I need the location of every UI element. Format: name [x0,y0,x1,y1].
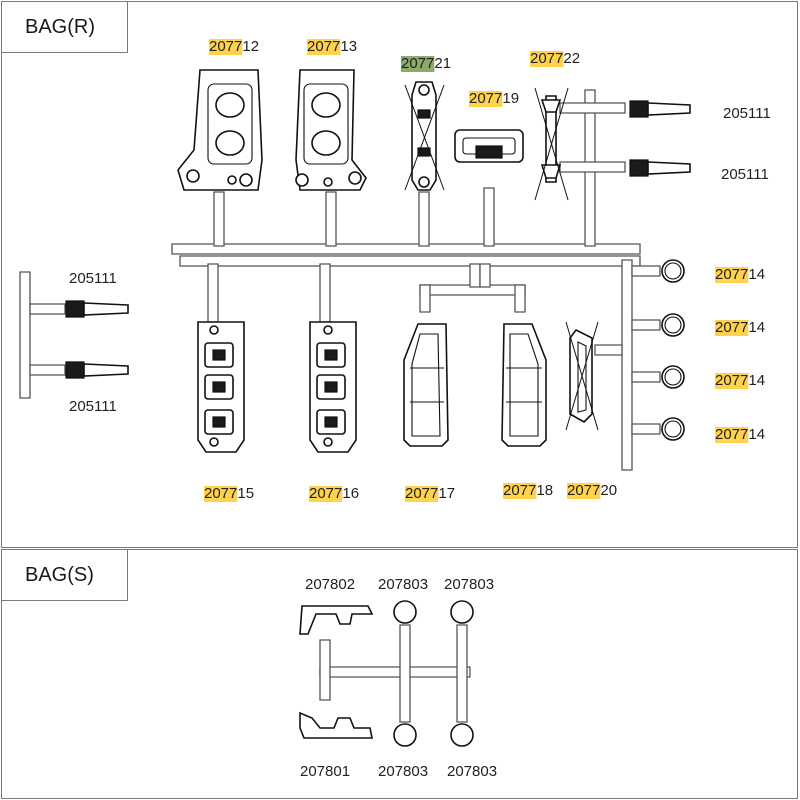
label-suffix: 14 [748,319,765,336]
part-label: 205111 [69,398,117,415]
label-suffix: 205111 [69,270,117,287]
label-prefix: 2077 [503,482,536,499]
part-207712 [177,69,263,191]
label-suffix: 17 [438,485,455,502]
part-207716 [309,321,357,453]
label-suffix: 205111 [723,105,771,122]
label-prefix: 2077 [209,38,242,55]
label-207803-2: 207803 [444,576,494,593]
part-label: 205111 [721,166,769,183]
part-label: 207712 [209,38,259,55]
part-207721 [404,81,445,191]
label-suffix: 18 [536,482,553,499]
label-highlight [309,486,343,502]
part-207722 [534,87,569,201]
part-label: 207715 [204,485,254,502]
part-label: 207714 [715,426,765,443]
part-207803-washers [393,600,474,747]
label-prefix: 2077 [530,50,563,67]
part-label: 207722 [530,50,580,67]
part-207713 [295,69,367,191]
label-highlight [567,483,601,499]
label-highlight [715,373,749,389]
label-prefix: 2077 [715,372,748,389]
label-prefix: 2077 [715,319,748,336]
part-207802 [299,605,374,635]
label-prefix: 2077 [204,485,237,502]
label-highlight [307,39,341,55]
label-207801: 207801 [300,763,350,780]
label-suffix: 15 [237,485,254,502]
label-prefix: 2077 [715,266,748,283]
part-label: 205111 [69,270,117,287]
label-highlight [530,51,564,67]
label-suffix: 205111 [69,398,117,415]
label-highlight [405,486,439,502]
part-label: 207717 [405,485,455,502]
part-label: 207720 [567,482,617,499]
label-prefix: 2077 [401,55,434,72]
label-suffix: 16 [342,485,359,502]
part-207719 [454,129,524,163]
label-prefix: 2077 [715,426,748,443]
part-label: 207721 [401,55,451,72]
part-label: 207716 [309,485,359,502]
label-highlight [503,483,537,499]
part-205111-left-1 [65,300,129,318]
label-207802: 207802 [305,576,355,593]
labels-s: 207802 207803 207803 207801 207803 20780… [300,576,497,780]
label-suffix: 21 [434,55,451,72]
part-205111-top-right-1 [629,100,691,118]
label-highlight [715,320,749,336]
part-label: 207714 [715,266,765,283]
label-prefix: 2077 [309,485,342,502]
label-prefix: 2077 [567,482,600,499]
label-suffix: 13 [340,38,357,55]
part-label: 207713 [307,38,357,55]
label-207803-4: 207803 [447,763,497,780]
label-suffix: 14 [748,372,765,389]
label-highlight [209,39,243,55]
part-label: 207714 [715,319,765,336]
label-suffix: 14 [748,426,765,443]
label-highlight [204,486,238,502]
part-207715 [197,321,245,453]
part-207718 [501,323,547,447]
label-suffix: 22 [563,50,580,67]
label-prefix: 2077 [307,38,340,55]
label-highlight [715,427,749,443]
part-207801 [299,711,373,739]
part-205111-top-right-2 [629,159,691,177]
label-suffix: 14 [748,266,765,283]
part-205111-left-2 [65,361,129,379]
part-207714-washers [661,259,685,441]
part-label: 207719 [469,90,519,107]
sprue-frame-r [19,89,661,471]
sprue-frame-s [319,624,471,723]
part-207717 [403,323,449,447]
part-label: 207718 [503,482,553,499]
bag-r-title: BAG(R) [2,2,128,53]
label-highlight [469,91,503,107]
label-suffix: 12 [242,38,259,55]
label-prefix: 2077 [405,485,438,502]
bag-s-title: BAG(S) [2,550,128,601]
label-207803-3: 207803 [378,763,428,780]
label-highlight [401,56,435,72]
label-207803-1: 207803 [378,576,428,593]
label-suffix: 19 [502,90,519,107]
label-highlight [715,267,749,283]
part-label: 205111 [723,105,771,122]
label-suffix: 205111 [721,166,769,183]
label-suffix: 20 [600,482,617,499]
part-label: 207714 [715,372,765,389]
part-207720 [565,321,599,431]
label-prefix: 2077 [469,90,502,107]
